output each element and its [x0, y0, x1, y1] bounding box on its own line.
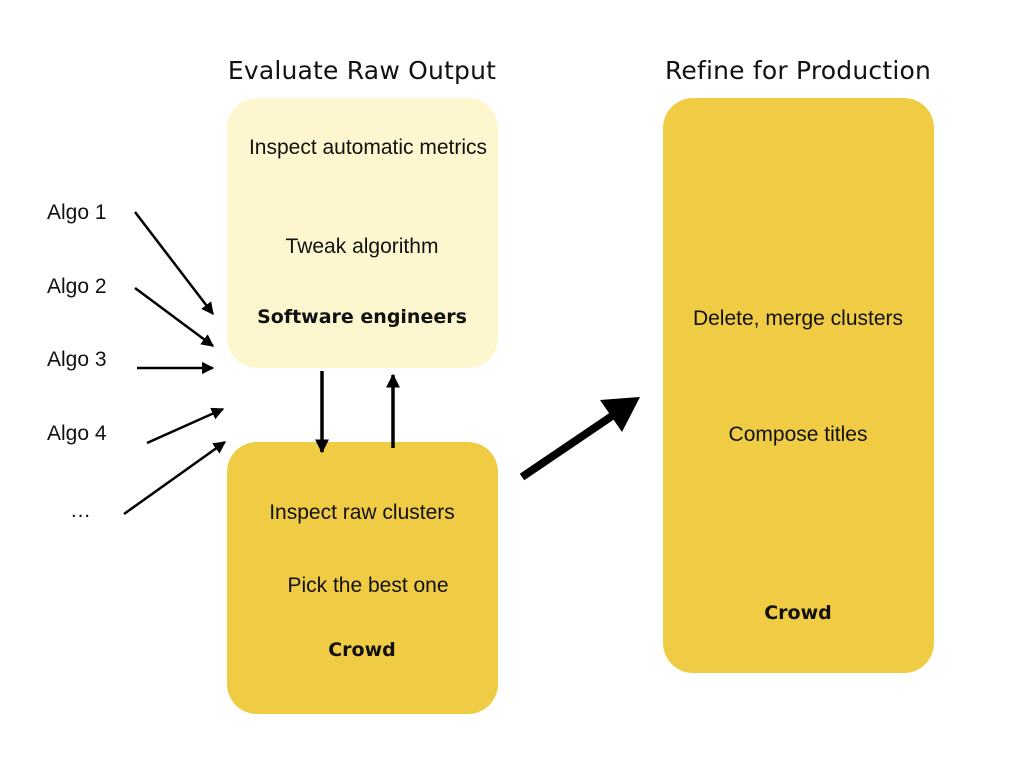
software-engineers-box [227, 98, 498, 368]
heading-evaluate-raw-output: Evaluate Raw Output [227, 56, 497, 85]
input-algo-3: Algo 3 [47, 348, 107, 371]
input-arrows [123, 211, 227, 516]
production-refinement-box [663, 98, 934, 673]
arrow-ellipsis [123, 440, 227, 516]
inspect-automatic-metrics-label: Inspect automatic metrics [248, 136, 488, 159]
inspect-raw-clusters-label: Inspect raw clusters [269, 501, 455, 524]
pick-the-best-one-label: Pick the best one [287, 574, 449, 597]
input-algo-2: Algo 2 [47, 275, 107, 298]
crowd-evaluation-box [227, 442, 498, 714]
input-algo-1: Algo 1 [47, 201, 107, 224]
arrow-algo-1 [134, 211, 214, 315]
software-engineers-label: Software engineers [257, 306, 467, 328]
input-algo-4: Algo 4 [47, 422, 107, 445]
arrow-algo-4 [146, 407, 225, 445]
delete-merge-clusters-label: Delete, merge clusters [692, 307, 904, 330]
arrow-algo-2 [134, 286, 215, 348]
input-ellipsis: … [70, 499, 91, 522]
arrow-to-production [519, 397, 640, 481]
crowd-production-label: Crowd [764, 602, 832, 624]
heading-refine-for-production: Refine for Production [664, 56, 932, 85]
tweak-algorithm-label: Tweak algorithm [285, 235, 439, 258]
compose-titles-label: Compose titles [728, 423, 868, 446]
crowd-evaluation-label: Crowd [328, 639, 396, 661]
